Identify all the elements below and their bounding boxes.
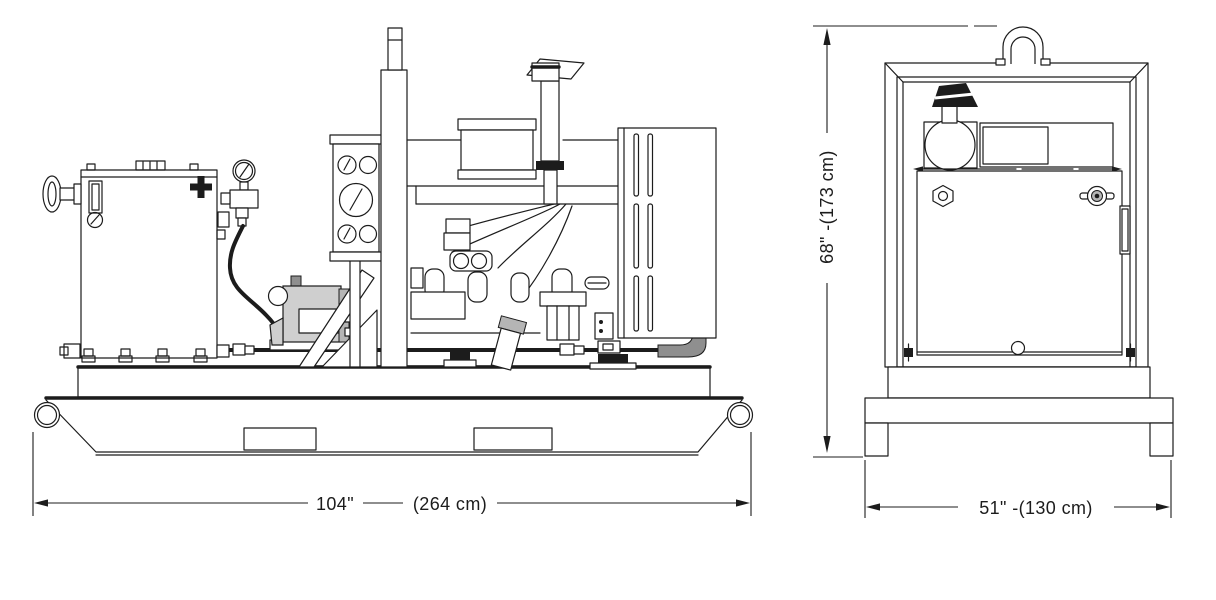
exhaust-pipe [540, 80, 560, 162]
arrow-left-icon [34, 499, 48, 507]
gauge-needle [239, 163, 250, 178]
side-view: 104" (264 cm) [32, 27, 754, 516]
tank-body [80, 169, 218, 359]
exhaust-stack [526, 58, 585, 205]
cylinder [467, 271, 488, 303]
skid-leg-left [864, 422, 889, 457]
solenoid-bracket [217, 211, 230, 228]
door-bolt-right [1126, 343, 1135, 362]
deck [76, 365, 712, 398]
door-latch [1079, 185, 1115, 207]
gauge-small [358, 155, 378, 175]
access-door [904, 170, 1135, 362]
forklift-pocket-left [243, 427, 317, 451]
gauge-small [337, 224, 357, 244]
injection-line [497, 203, 567, 269]
sight-glass [86, 180, 104, 229]
dimension-side-width: 104" (264 cm) [32, 432, 752, 516]
pressure-gauge-assembly [217, 159, 281, 334]
arrow-right-icon [736, 499, 750, 507]
cylinder [510, 272, 530, 303]
panel-stand [349, 256, 361, 368]
control-panel [329, 134, 383, 368]
hose-union [559, 343, 575, 356]
drain-port [63, 343, 81, 359]
hex-bolt [932, 184, 954, 208]
forklift-pocket-right [473, 427, 553, 451]
skid-pipe-end-right [726, 401, 754, 429]
drain-fitting [450, 352, 470, 360]
valve-cover [457, 118, 537, 180]
hose-union [232, 343, 246, 356]
tilted-canister [490, 315, 528, 371]
gauge-small [337, 155, 357, 175]
valve-block [229, 189, 259, 209]
engine-block [406, 139, 637, 371]
engine-foot [598, 354, 628, 363]
stub-pipe [387, 27, 403, 71]
front-view: 68" -(173 cm) 51" -(130 cm) [813, 25, 1174, 518]
arrow-down-icon [823, 436, 831, 453]
hand-valve-wheel [42, 175, 82, 213]
filler-cap [135, 160, 166, 171]
skid-leg-right [1149, 422, 1174, 457]
engine-lower-block [410, 291, 466, 320]
radiator-louver [647, 203, 654, 269]
dim-label-side-metric: (264 cm) [413, 494, 487, 514]
dimension-front-height: 68" -(173 cm) [813, 25, 997, 458]
oil-filter-bracket [539, 291, 587, 307]
radiator-louver [633, 275, 640, 332]
radiator [617, 127, 717, 339]
skid-pipe-end-left [33, 401, 61, 429]
frame-upright [380, 27, 408, 368]
dim-label-front-width: 51" -(130 cm) [979, 498, 1093, 518]
upper-panel [979, 122, 1114, 168]
radiator-louver [633, 203, 640, 269]
arrow-up-icon [823, 28, 831, 45]
air-cleaner [923, 83, 978, 171]
tank-mount-bolts [81, 348, 208, 363]
arrow-right-icon [1156, 503, 1170, 511]
hydraulic-tank [42, 160, 230, 363]
door-bolt-left [904, 343, 913, 362]
radiator-louver [633, 133, 640, 197]
gauge-large [338, 182, 374, 218]
plus-handle [190, 176, 212, 198]
lifting-eye [995, 26, 1051, 66]
front-skid [864, 366, 1174, 457]
pump-suction-hose [227, 224, 281, 334]
radiator-louver [647, 275, 654, 332]
shelf-rail [913, 166, 1122, 172]
dim-label-side-inches: 104" [316, 494, 354, 514]
door-handle [1119, 205, 1131, 255]
arrow-left-icon [866, 503, 880, 511]
skid-base [33, 396, 754, 456]
oil-filter [546, 305, 580, 341]
dimension-front-width: 51" -(130 cm) [864, 460, 1172, 518]
junction-box [594, 312, 614, 340]
latch-hole [1010, 340, 1026, 356]
gauge-small [358, 224, 378, 244]
fuel-filter [445, 218, 471, 234]
air-cleaner-bowl [924, 119, 976, 171]
dim-label-height: 68" -(173 cm) [817, 150, 837, 264]
radiator-louver [647, 133, 654, 197]
exhaust-flange [536, 161, 564, 170]
